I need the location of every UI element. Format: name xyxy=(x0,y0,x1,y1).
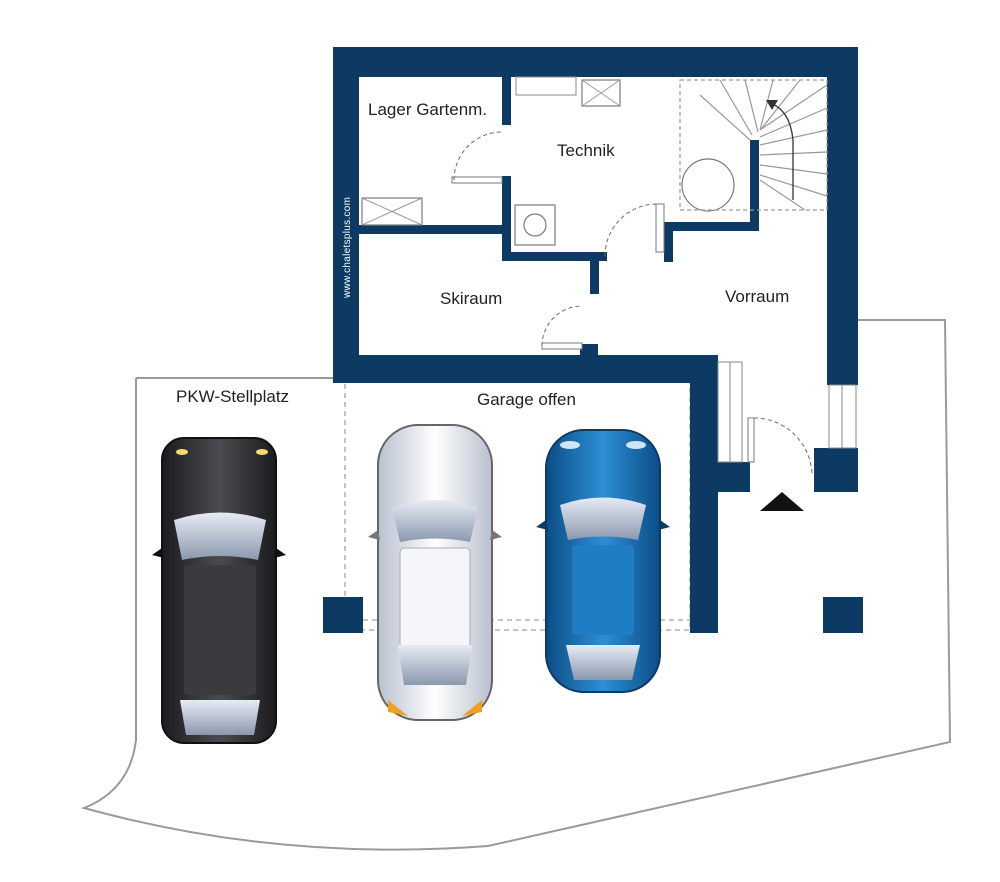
door-swings xyxy=(453,131,813,477)
lot-outline xyxy=(80,319,952,851)
room-label-lager: Lager Gartenm. xyxy=(368,100,487,119)
blue-car xyxy=(536,429,670,693)
room-label-technik: Technik xyxy=(557,141,615,160)
room-label-garage: Garage offen xyxy=(477,390,576,409)
room-label-skiraum: Skiraum xyxy=(440,289,502,308)
watermark: www.chaletsplus.com xyxy=(342,197,353,299)
room-label-vorraum: Vorraum xyxy=(725,287,789,306)
staircase xyxy=(679,79,828,211)
walls xyxy=(323,47,863,633)
windows xyxy=(515,76,857,463)
room-label-stellplatz: PKW-Stellplatz xyxy=(176,387,289,406)
white-car xyxy=(368,424,502,721)
black-car xyxy=(152,437,286,744)
entrance-arrow-icon xyxy=(760,492,804,511)
